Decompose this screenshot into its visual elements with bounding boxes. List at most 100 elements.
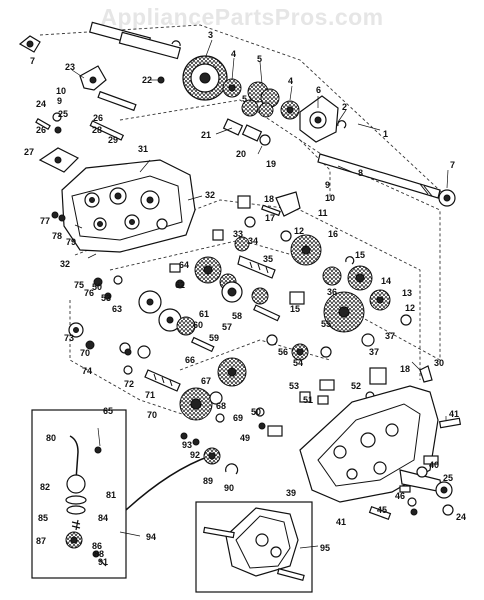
callout: 67	[201, 376, 211, 386]
callout: 27	[24, 147, 34, 157]
callout-labels: 1 2 3 4 4 5 5 6 7 7 8 9 9 10 10 11 12 12…	[24, 30, 466, 567]
callout: 14	[381, 276, 391, 286]
callout: 12	[405, 303, 415, 313]
callout: 18	[264, 194, 274, 204]
callout: 7	[30, 56, 35, 66]
callout: 22	[142, 75, 152, 85]
callout: 8	[358, 168, 363, 178]
callout: 76	[84, 288, 94, 298]
callout: 61	[199, 309, 209, 319]
callout: 90	[224, 483, 234, 493]
callout: 74	[82, 366, 92, 376]
callout: 85	[38, 513, 48, 523]
callout: 77	[40, 216, 50, 226]
callout: 19	[266, 159, 276, 169]
callout: 50	[251, 407, 261, 417]
gear-cluster-top	[182, 55, 347, 146]
inset-detail-box	[31, 409, 127, 579]
callout: 46	[395, 491, 405, 501]
callout: 52	[351, 381, 361, 391]
callout: 2	[342, 102, 347, 112]
callout: 31	[138, 144, 148, 154]
callout: 64	[179, 260, 189, 270]
callout: 25	[58, 109, 68, 119]
callout: 53	[101, 293, 111, 303]
callout: 72	[124, 379, 134, 389]
callout: 82	[40, 482, 50, 492]
callout: 70	[147, 410, 157, 420]
callout: 25	[443, 473, 453, 483]
callout: 33	[233, 229, 243, 239]
callout: 20	[236, 149, 246, 159]
callout: 68	[216, 401, 226, 411]
cable-and-pulley	[125, 432, 239, 511]
callout: 49	[240, 433, 250, 443]
callout: 24	[36, 99, 46, 109]
callout: 89	[203, 476, 213, 486]
callout: 7	[450, 160, 455, 170]
callout: 75	[74, 280, 84, 290]
callout: 88	[94, 549, 104, 559]
callout: 4	[288, 76, 293, 86]
callout: 10	[56, 86, 66, 96]
inset-assembly-box	[195, 501, 313, 593]
parts-top-left	[18, 21, 182, 84]
leader-lines	[71, 39, 449, 549]
callout: 58	[232, 311, 242, 321]
callout: 57	[222, 322, 232, 332]
callout: 86	[92, 541, 102, 551]
callout: 5	[242, 94, 247, 104]
shift-parts-left	[35, 65, 137, 173]
callout: 59	[209, 333, 219, 343]
callout: 53	[289, 381, 299, 391]
callout: 40	[429, 460, 439, 470]
callout: 91	[98, 557, 108, 567]
callout: 94	[146, 532, 156, 542]
callout: 29	[108, 135, 118, 145]
callout: 26	[93, 113, 103, 123]
callout: 1	[383, 129, 388, 139]
callout: 35	[263, 254, 273, 264]
callout: 11	[318, 208, 328, 218]
callout: 15	[355, 250, 365, 260]
callout: 54	[293, 358, 303, 368]
callout: 41	[449, 409, 459, 419]
callout: 36	[327, 287, 337, 297]
callout: 92	[190, 450, 200, 460]
callout: 9	[57, 96, 62, 106]
callout: 93	[182, 440, 192, 450]
callout: 81	[106, 490, 116, 500]
callout: 32	[205, 190, 215, 200]
callout: 71	[145, 390, 155, 400]
callout: 78	[52, 231, 62, 241]
callout: 55	[321, 319, 331, 329]
housing-left	[51, 159, 196, 253]
callout: 65	[103, 406, 113, 416]
callout: 18	[400, 364, 410, 374]
long-shaft	[317, 153, 456, 207]
callout: 73	[64, 333, 74, 343]
callout: 51	[303, 395, 313, 405]
gear-train-middle	[68, 191, 412, 437]
callout: 63	[112, 304, 122, 314]
callout: 30	[434, 358, 444, 368]
callout: 9	[325, 180, 330, 190]
callout: 34	[248, 236, 258, 246]
callout: 39	[286, 488, 296, 498]
callout: 23	[65, 62, 75, 72]
callout: 17	[265, 213, 275, 223]
callout: 50	[92, 282, 102, 292]
callout: 16	[328, 229, 338, 239]
callout: 26	[36, 125, 46, 135]
callout: 79	[66, 237, 76, 247]
housing-right	[299, 365, 462, 521]
callout: 32	[60, 259, 70, 269]
callout: 12	[294, 226, 304, 236]
callout: 66	[185, 355, 195, 365]
callout: 4	[231, 49, 236, 59]
callout: 41	[336, 517, 346, 527]
callout: 3	[208, 30, 213, 40]
callout: 95	[320, 543, 330, 553]
callout: 62	[175, 280, 185, 290]
